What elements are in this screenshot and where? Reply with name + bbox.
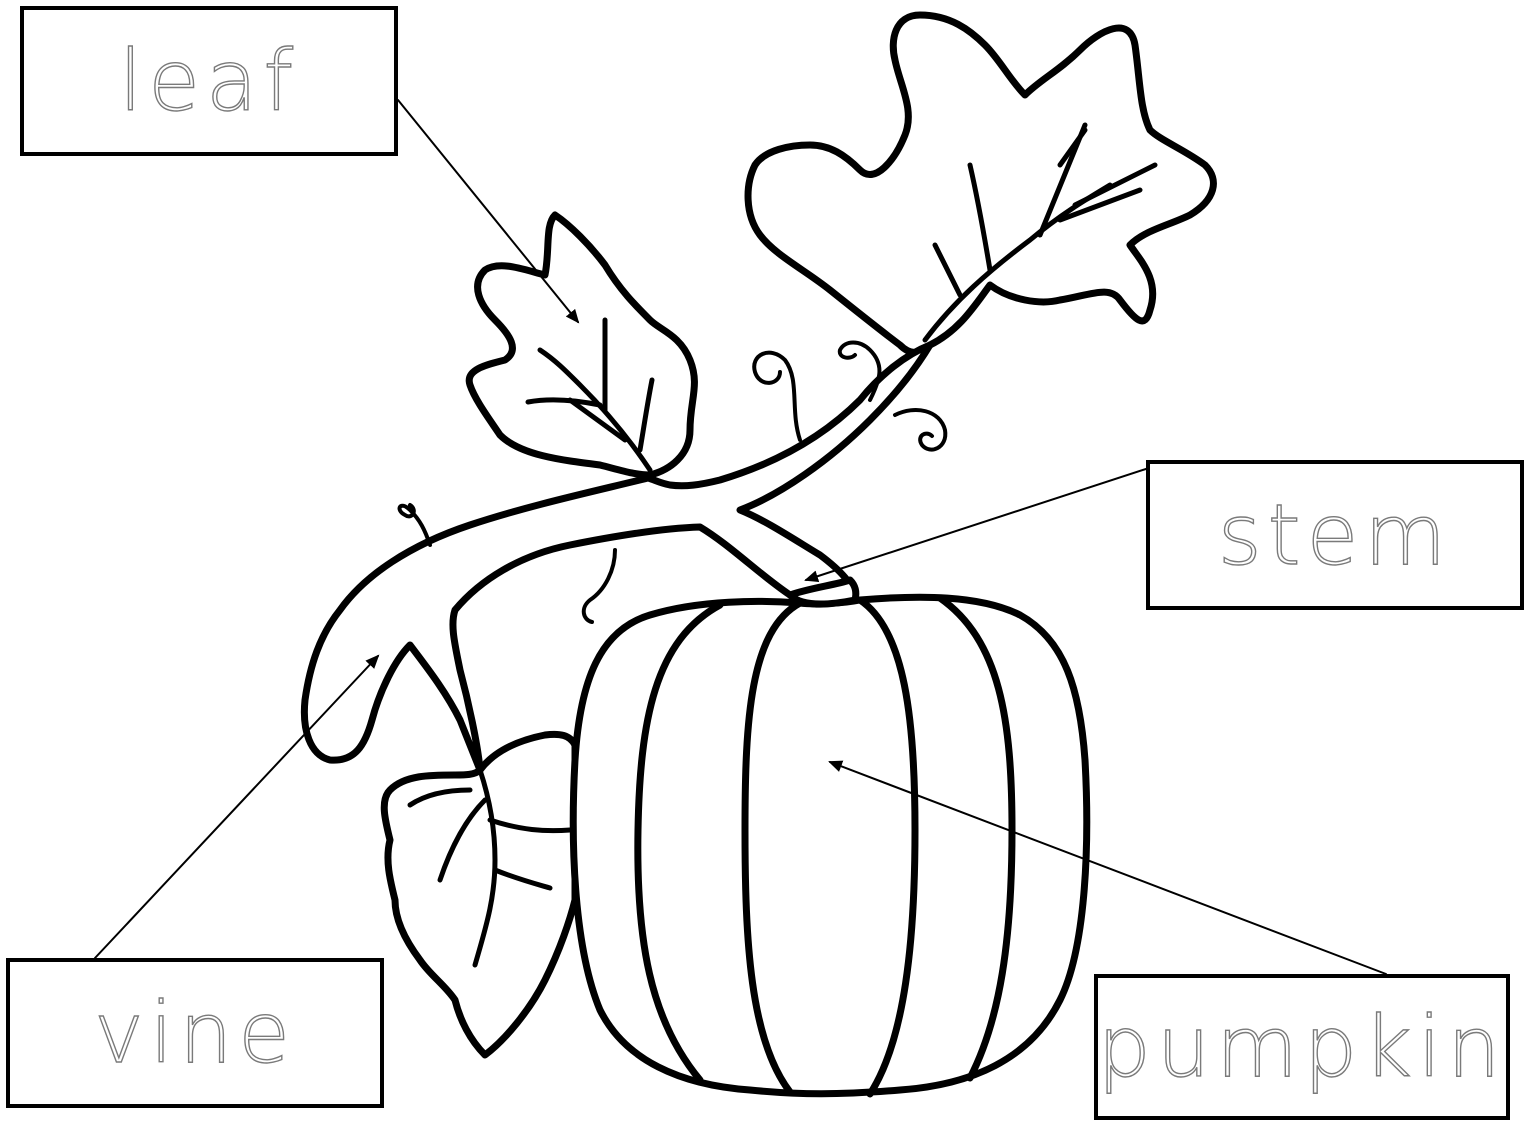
vine-label: vine: [94, 991, 296, 1075]
stem-label-box: stem: [1146, 460, 1524, 610]
leaf-label: leaf: [119, 39, 299, 123]
leaf-middle-illustration: [469, 215, 694, 475]
leaf-bottom-left-illustration: [384, 734, 575, 1055]
leaf-top-right-illustration: [748, 15, 1213, 353]
pumpkin-label: pumpkin: [1098, 1005, 1507, 1089]
stem-label: stem: [1218, 493, 1452, 577]
pumpkin-label-box: pumpkin: [1094, 974, 1510, 1120]
leaf-label-box: leaf: [20, 6, 398, 156]
vine-leader-line: [95, 656, 378, 958]
vine-label-box: vine: [6, 958, 384, 1108]
stem-leader-line: [806, 466, 1155, 580]
